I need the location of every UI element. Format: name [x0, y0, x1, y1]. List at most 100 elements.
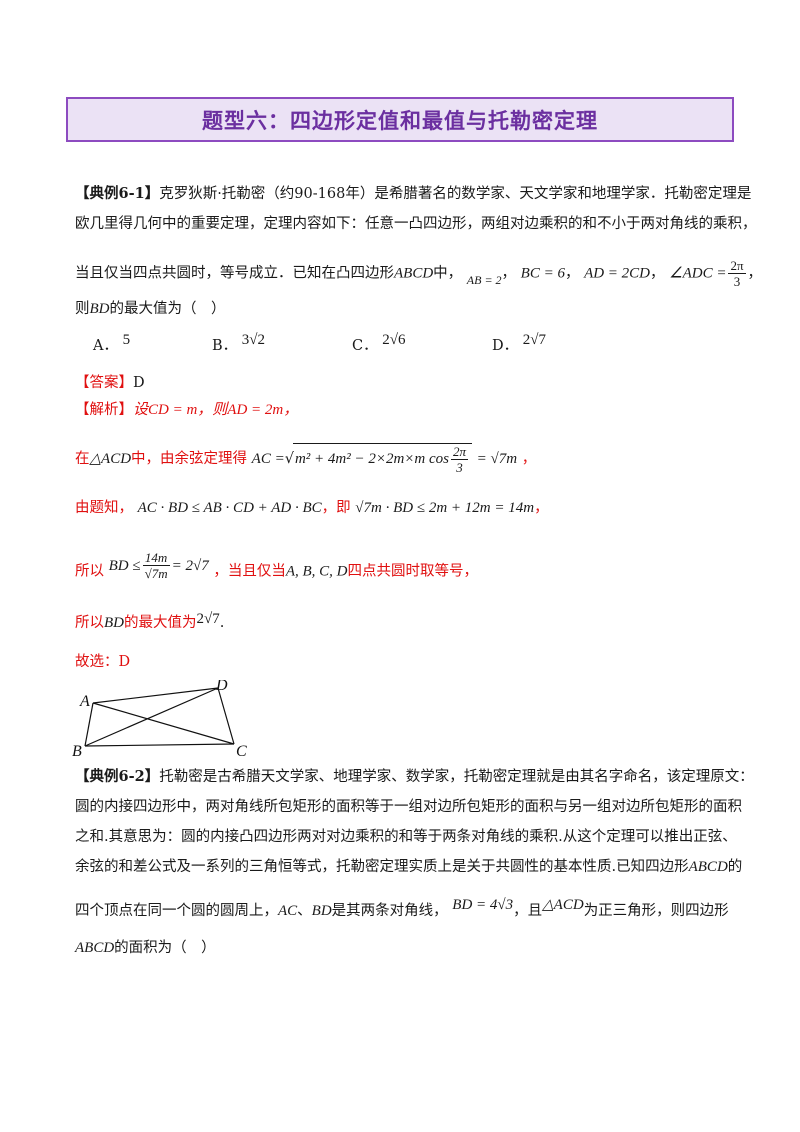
- analysis-step2a: 在: [75, 450, 90, 467]
- ex2-line1: 【典例6-2】托勒密是古希腊天文学家、地理学家、数学家，托勒密定理就是由其名字命…: [75, 767, 754, 787]
- ex1-bd: BD: [89, 301, 110, 317]
- analysis-line1: 【解析】设CD = m，则AD = 2m，: [75, 400, 298, 420]
- analysis-step1: 设CD = m，则AD = 2m，: [133, 402, 299, 418]
- bd-frac: 14m√7m: [142, 550, 170, 581]
- analysis-step3-end: ，: [534, 500, 549, 516]
- edge-cb: [84, 743, 235, 747]
- section-title-banner: 题型六：四边形定值和最值与托勒密定理: [66, 97, 734, 142]
- answer-line: 【答案】D: [75, 373, 145, 393]
- points-abcd: A, B, C, D: [285, 563, 348, 580]
- ex2-text4c: 的: [727, 859, 743, 875]
- option-d[interactable]: D． 2√7: [492, 332, 546, 355]
- ac-result: = √7m: [476, 450, 518, 467]
- ex2-tag: 【典例6-2】: [75, 768, 160, 785]
- ex1-angle-den: 3: [733, 274, 741, 289]
- ex2-line4: 余弦的和差公式及一系列的三角恒等式，托勒密定理实质上是关于共圆性的基本性质.已知…: [75, 857, 742, 877]
- label-b: B: [72, 743, 82, 760]
- ex2-abcd-2: ABCD: [75, 940, 115, 956]
- option-b-value: 3√2: [241, 332, 265, 348]
- ex1-line2: 欧几里得几何中的重要定理，定理内容如下：任意一凸四边形，两组对边乘积的和不小于两…: [75, 214, 757, 234]
- analysis-line5: 所以BD的最大值为2√7.: [75, 611, 225, 633]
- ex1-cond-angle: ∠ADC =: [669, 265, 727, 282]
- max-value: 2√7: [196, 611, 220, 627]
- ex2-sep: 、: [297, 903, 312, 919]
- ex2-text5a: 四个顶点在同一个圆的圆周上，: [75, 903, 278, 919]
- ex1-text3a: 当且仅当四点共圆时，等号成立．已知在凸四边形: [75, 265, 394, 282]
- option-a[interactable]: A． 5: [93, 332, 131, 355]
- bd-bound-value: = 2√7: [171, 557, 209, 574]
- analysis-triangle: △ACD: [89, 450, 132, 467]
- bd-frac-den: √7m: [144, 566, 168, 581]
- edge-dc: [217, 687, 235, 745]
- ex2-line5: 四个顶点在同一个圆的圆周上，AC、BD是其两条对角线， BD = 4√3，且△A…: [75, 897, 729, 921]
- cos-den: 3: [456, 460, 463, 475]
- option-b-label: B．: [212, 338, 238, 354]
- choose-text: 故选：D: [75, 654, 131, 670]
- analysis-step2c: 中，由余弦定理得: [131, 450, 248, 467]
- analysis-step5a: 所以: [75, 615, 104, 631]
- edge-ba: [84, 702, 94, 747]
- analysis-step3c: ，即: [321, 500, 351, 516]
- ex1-tag: 【典例6-1】: [75, 185, 160, 202]
- ex1-text2: 欧几里得几何中的重要定理，定理内容如下：任意一凸四边形，两组对边乘积的和不小于两…: [75, 216, 757, 232]
- ex2-text5g: ，且: [513, 903, 543, 919]
- option-b[interactable]: B． 3√2: [212, 332, 265, 355]
- sqrt-expr: m² + 4m² − 2×2m×m cos: [294, 450, 450, 467]
- analysis-step3a: 由题知，: [75, 500, 133, 516]
- analysis-line2: 在△ACD中，由余弦定理得 AC =√m² + 4m² − 2×2m×m cos…: [75, 443, 536, 475]
- ptolemy-inequality: AC · BD ≤ AB · CD + AD · BC: [137, 500, 322, 516]
- ac-equals: AC =: [251, 450, 285, 467]
- option-c[interactable]: C． 2√6: [352, 332, 405, 355]
- ex1-cond-ad: AD = 2CD: [584, 265, 651, 282]
- analysis-step4f: ，当且仅当: [213, 563, 286, 580]
- quadrilateral-figure: A D B C: [72, 680, 247, 760]
- ex1-cond-ab: AB = 2: [466, 272, 502, 287]
- analysis-line3: 由题知， AC · BD ≤ AB · CD + AD · BC，即 √7m ·…: [75, 498, 549, 518]
- ex2-text4a: 余弦的和差公式及一系列的三角恒等式，托勒密定理实质上是关于共圆性的基本性质.已知…: [75, 859, 689, 875]
- ex1-line4: 则BD的最大值为（ ）: [75, 299, 226, 319]
- analysis-step5c: 的最大值为: [124, 615, 197, 631]
- ex1-text4a: 则: [75, 301, 90, 317]
- ex2-abcd: ABCD: [688, 859, 728, 875]
- ex1-text4c: 的最大值为（ ）: [109, 301, 226, 317]
- option-d-value: 2√7: [522, 332, 546, 348]
- analysis-step4h: 四点共圆时取等号，: [347, 563, 479, 580]
- ex2-ac: AC: [278, 903, 298, 919]
- analysis-bd: BD: [104, 615, 124, 631]
- analysis-step4a: 所以: [75, 563, 104, 580]
- ex1-abcd: ABCD: [394, 265, 434, 282]
- ex2-text3: 之和.其意思为：圆的内接凸四边形两对对边乘积的和等于两条对角线的乘积.从这个定理…: [75, 829, 737, 845]
- label-a: A: [79, 693, 90, 710]
- option-a-value: 5: [122, 332, 131, 348]
- label-c: C: [236, 743, 247, 760]
- ex2-line3: 之和.其意思为：圆的内接凸四边形两对对边乘积的和等于两条对角线的乘积.从这个定理…: [75, 827, 737, 847]
- ex2-bd-value: BD = 4√3: [452, 897, 514, 913]
- ex2-line6: ABCD的面积为（ ）: [75, 938, 216, 958]
- ex1-line1: 【典例6-1】克罗狄斯·托勒密（约90-168年）是希腊著名的数学家、天文学家和…: [75, 184, 751, 204]
- bd-frac-num: 14m: [142, 550, 170, 566]
- analysis-step2-end: ，: [521, 450, 537, 467]
- option-d-label: D．: [492, 338, 519, 354]
- label-d: D: [215, 680, 228, 694]
- ex2-bd: BD: [311, 903, 332, 919]
- ex2-text2: 圆的内接四边形中，两对角线所包矩形的面积等于一组对边所包矩形的面积与另一组对边所…: [75, 799, 742, 815]
- analysis-step5-end: .: [219, 615, 225, 631]
- bd-bound: BD ≤14m√7m= 2√7: [109, 550, 214, 581]
- answer-tag: 【答案】: [75, 375, 133, 391]
- analysis-tag: 【解析】: [75, 402, 133, 418]
- option-a-label: A．: [93, 338, 118, 354]
- substituted-inequality: √7m · BD ≤ 2m + 12m = 14m: [355, 500, 535, 516]
- diagonal-bd: [84, 687, 219, 747]
- ex2-triangle: △ACD: [542, 897, 584, 913]
- ex2-text6b: 的面积为（ ）: [114, 940, 216, 956]
- ex1-text3c: 中，: [433, 265, 463, 282]
- section-title: 题型六：四边形定值和最值与托勒密定理: [202, 108, 598, 133]
- ex1-cond-bc: BC = 6: [520, 265, 565, 282]
- ex2-text5i: 为正三角形，则四边形: [583, 903, 729, 919]
- ex2-line2: 圆的内接四边形中，两对角线所包矩形的面积等于一组对边所包矩形的面积与另一组对边所…: [75, 797, 742, 817]
- ex2-text5e: 是其两条对角线，: [331, 903, 448, 919]
